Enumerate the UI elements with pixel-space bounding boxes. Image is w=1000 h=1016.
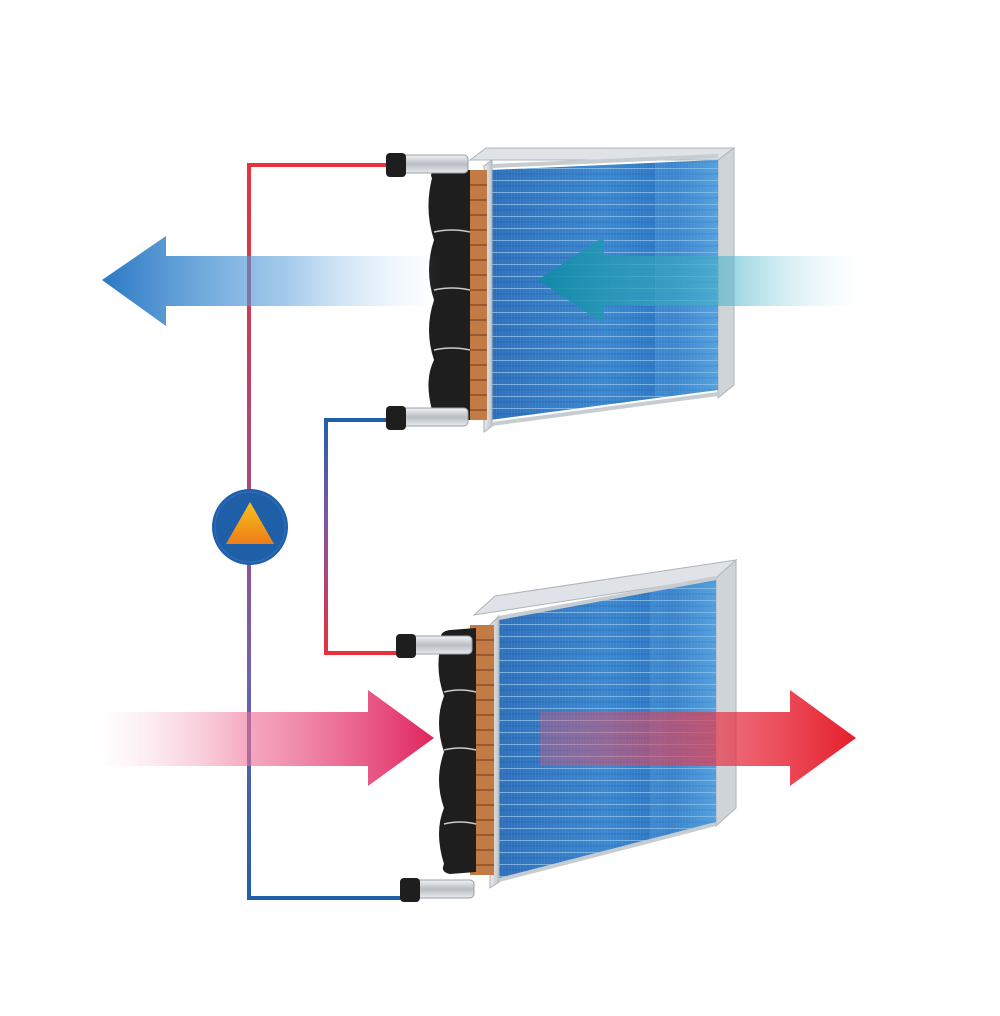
middle-transfer-pipe [324,418,328,655]
upper-coil-insulation [428,170,470,420]
extract-air-intake-arrow [538,236,862,324]
pump-triangle-icon [226,502,274,544]
upper-coil-inlet-stub [399,154,469,174]
lower-coil-outlet-stub [413,879,475,899]
arrow-left-icon [538,236,862,324]
upper-coil-header [465,170,487,420]
arrow-right-icon [96,690,434,786]
upper-coil-outlet-stub [399,407,469,427]
supply-air-outlet-arrow [540,690,856,786]
arrow-right-icon [540,690,856,786]
lower-coil-right-frame [715,558,737,828]
exhaust-air-arrow [102,236,440,326]
lower-coil-insulation [438,628,476,874]
arrow-left-icon [102,236,440,326]
lower-coil-inlet-stub [409,635,473,655]
circulation-pump [212,489,288,565]
supply-air-intake-arrow [96,690,434,786]
